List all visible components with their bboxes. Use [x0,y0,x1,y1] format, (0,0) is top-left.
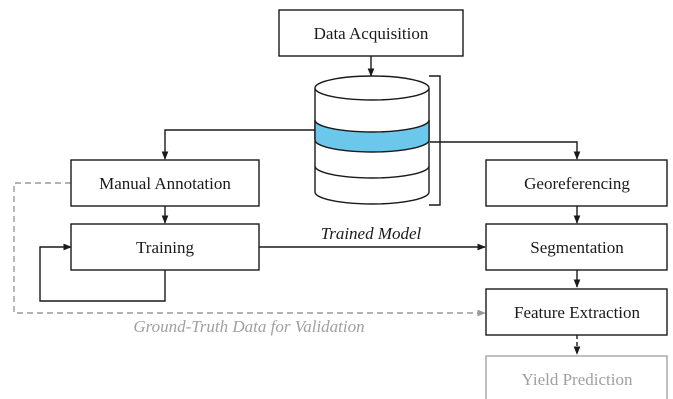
node-yield-prediction: Yield Prediction [485,355,668,399]
node-data-acquisition: Data Acquisition [278,9,464,57]
edge-label-ground-truth: Ground-Truth Data for Validation [133,317,364,336]
node-feature-extraction: Feature Extraction [485,288,668,336]
node-label: Data Acquisition [314,24,429,43]
node-label: Training [136,238,194,257]
edge-label-trained-model: Trained Model [321,224,422,243]
node-label: Yield Prediction [522,370,633,389]
arrow-database-to-annotation [161,129,315,160]
node-label: Segmentation [530,238,624,257]
database-highlight-band [314,119,430,153]
node-training: Training [70,223,260,271]
arrow-database-to-georeferencing [430,141,581,160]
node-manual-annotation: Manual Annotation [70,159,260,207]
database-bracket [429,75,441,206]
arrow-training-loop [39,243,166,302]
node-segmentation: Segmentation [485,223,668,271]
node-label: Georeferencing [524,174,630,193]
node-label: Feature Extraction [514,303,641,322]
arrow-ground-truth-validation [13,182,486,317]
node-georeferencing: Georeferencing [485,159,668,207]
database-icon [314,75,430,205]
node-label: Manual Annotation [99,174,231,193]
